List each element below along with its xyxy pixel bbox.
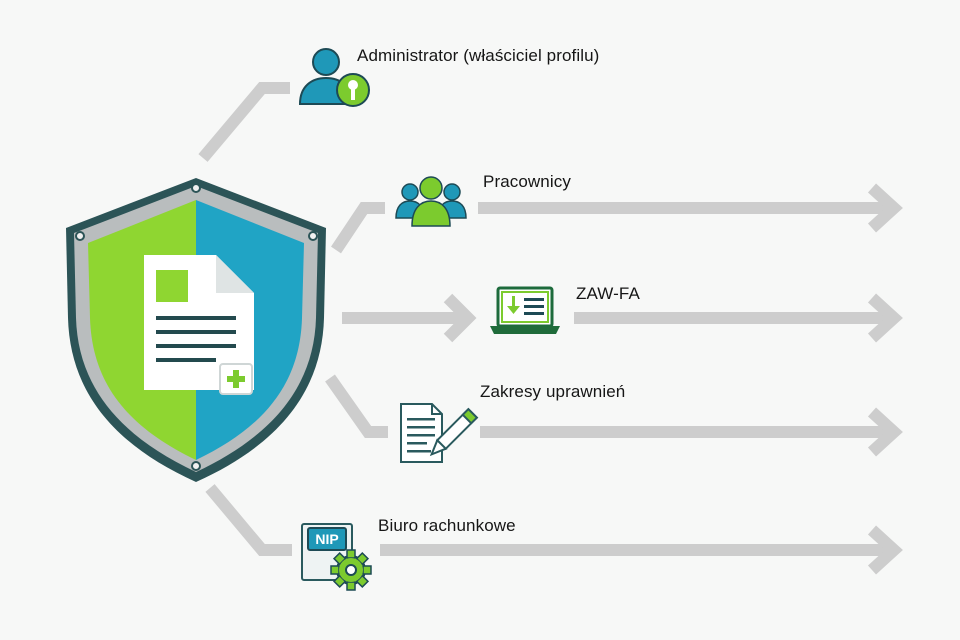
connector-zakresy [325,374,388,438]
arrowhead-pracownicy [867,183,903,233]
label-zakresy-uprawnien: Zakresy uprawnień [480,382,626,401]
nip-gear-icon: NIP [301,523,372,591]
laptop-document-icon [490,286,560,334]
arrowhead-zaw-fa [867,293,903,343]
connector-administrator [198,82,290,162]
arrowhead-zaw-fa-left [443,293,477,343]
label-zaw-fa: ZAW-FA [576,284,640,303]
arrowhead-biuro [867,525,903,575]
label-biuro-rachunkowe: Biuro rachunkowe [378,516,516,535]
label-pracownicy: Pracownicy [483,172,571,191]
connector-biuro [205,484,292,556]
nip-badge-text: NIP [315,531,338,547]
users-group-icon [395,176,467,227]
connector-pracownicy [331,202,385,254]
user-key-icon [298,48,370,107]
shield-document-icon [66,178,326,482]
document-pencil-icon [400,403,479,463]
label-administrator: Administrator (właściciel profilu) [357,46,600,65]
arrowhead-zakresy [867,407,903,457]
